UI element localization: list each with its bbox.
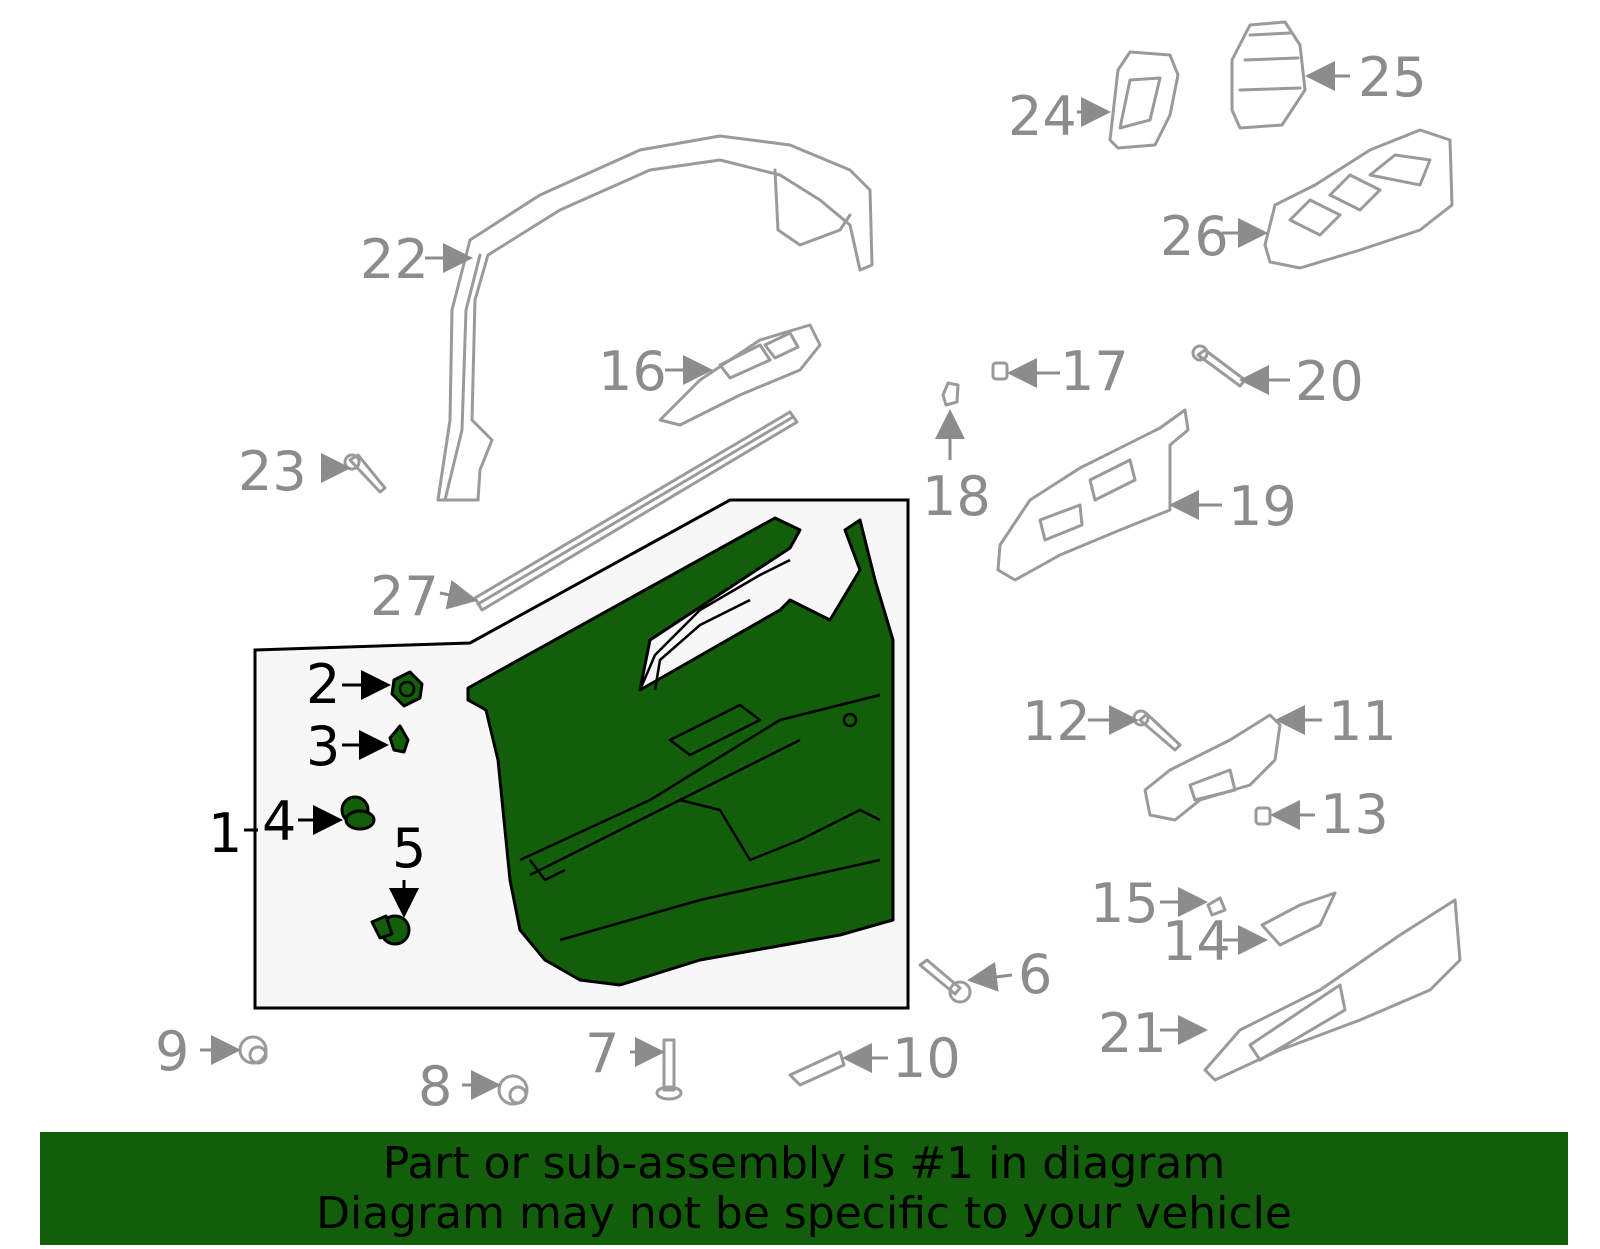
part-1-door-trim-panel [466,516,895,987]
part-24-handle-bezel [1108,50,1180,150]
part-22-door-frame [436,134,874,502]
part-21-armrest [1203,898,1462,1082]
callout-25: 25 [1358,46,1427,109]
part-9-clip [238,1035,268,1065]
part-19-pull-handle-bracket [996,408,1190,582]
callout-23: 23 [238,440,307,503]
part-27-belt-molding [473,410,799,612]
callout-22: 22 [360,228,429,291]
part-2-nut [390,670,424,708]
footer-banner: Part or sub-assembly is #1 in diagram Di… [40,1132,1568,1245]
part-18-clip [941,381,960,407]
callout-21: 21 [1098,1002,1167,1065]
part-3-clip [388,724,410,754]
callout-27: 27 [370,565,439,628]
callout-17: 17 [1060,340,1129,403]
callout-9: 9 [155,1020,189,1083]
callout-16: 16 [598,340,667,403]
callout-13: 13 [1320,783,1389,846]
part-7-screw [655,1038,683,1101]
part-11-handle-bracket [1143,713,1282,822]
callout-5: 5 [392,817,426,880]
callout-12: 12 [1022,690,1091,753]
callout-1: 1 [208,802,242,865]
callout-2: 2 [306,653,340,716]
part-13-nut [1254,806,1272,826]
callout-8: 8 [418,1055,452,1118]
part-14-trim [1260,891,1337,947]
callout-18: 18 [922,465,991,528]
callout-19: 19 [1228,475,1297,538]
callout-14: 14 [1162,910,1231,973]
callout-7: 7 [585,1022,619,1085]
callout-26: 26 [1160,205,1229,268]
part-26-window-switch [1263,128,1454,270]
part-8-clip [497,1074,529,1106]
footer-line-2: Diagram may not be specific to your vehi… [316,1187,1292,1239]
part-15-clip [1206,896,1227,917]
callout-24: 24 [1008,85,1077,148]
part-25-switch [1230,20,1307,130]
callout-3: 3 [306,715,340,778]
callout-15: 15 [1090,872,1159,935]
callout-6: 6 [1018,943,1052,1006]
part-16-switch-bezel [658,323,822,427]
callout-11: 11 [1328,690,1397,753]
part-20-screw [1191,344,1247,388]
part-10-bracket [788,1050,846,1087]
part-4-push-pin [340,795,376,831]
part-23-bolt [343,453,387,494]
part-17-clip [991,361,1009,381]
callout-20: 20 [1295,350,1364,413]
callout-10: 10 [892,1027,961,1090]
part-6-bolt [918,958,972,1004]
callout-4: 4 [262,790,296,853]
footer-line-1: Part or sub-assembly is #1 in diagram [382,1137,1226,1189]
callout-labels: 1 2 3 4 5 6 7 8 9 10 11 12 13 14 15 16 1… [155,46,1427,1118]
part-12-screw [1132,709,1182,752]
leader-arrows [200,61,1350,1100]
